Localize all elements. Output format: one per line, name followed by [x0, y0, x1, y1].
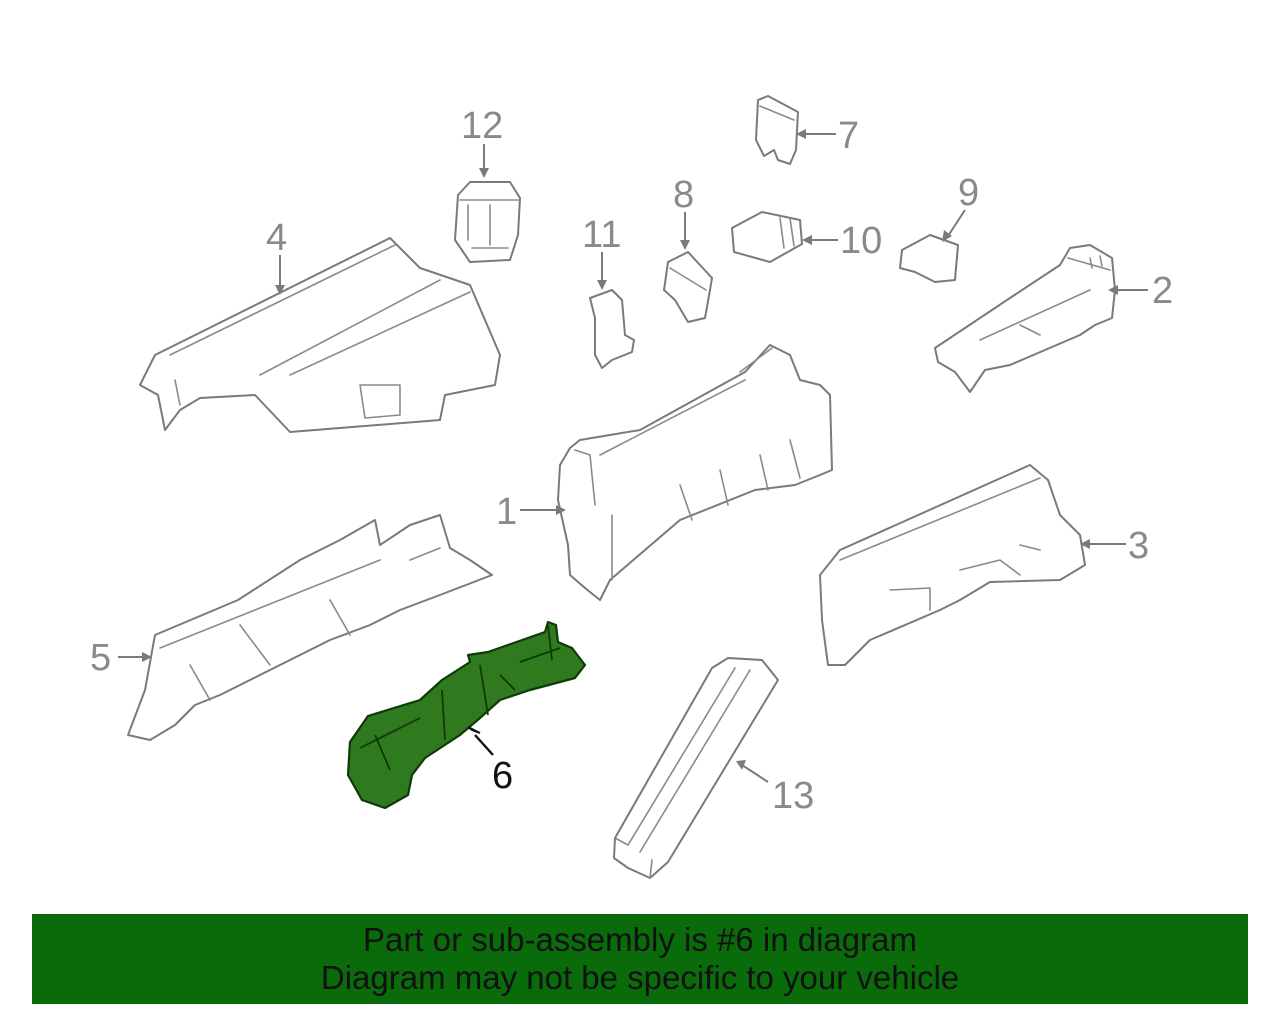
part-1-fuse-box [557, 344, 833, 601]
part-7-fuse [755, 95, 799, 165]
callout-3: 3 [1128, 525, 1149, 567]
banner-line-disclaimer: Diagram may not be specific to your vehi… [320, 959, 960, 996]
part-5-bracket [127, 514, 493, 741]
callout-6: 6 [492, 755, 513, 797]
part-8-fuse [663, 251, 713, 323]
callout-13: 13 [772, 775, 814, 817]
part-6-bracket-highlighted [346, 620, 587, 810]
callout-10: 10 [840, 220, 882, 262]
leader-lines [118, 129, 1148, 783]
parts-diagram: 1 2 3 4 5 6 7 8 9 10 11 12 13 [90, 95, 1173, 879]
callout-9: 9 [958, 172, 979, 214]
callout-4: 4 [266, 217, 287, 259]
callout-11: 11 [582, 214, 621, 256]
part-2-fuse-holder [934, 244, 1116, 393]
part-4-cover [139, 237, 501, 433]
callout-12: 12 [461, 105, 503, 147]
callout-2: 2 [1152, 270, 1173, 312]
callout-5: 5 [90, 637, 111, 679]
callout-labels: 1 2 3 4 5 6 7 8 9 10 11 12 13 [90, 105, 1173, 817]
part-3-bracket [819, 464, 1086, 666]
part-10-connector [731, 211, 803, 263]
part-12-relay [454, 181, 521, 263]
part-11-connector [589, 289, 635, 369]
callout-7: 7 [838, 115, 859, 157]
part-13-strip [613, 657, 779, 879]
part-9-relay [899, 234, 959, 283]
banner-line-part: Part or sub-assembly is #6 in diagram [363, 921, 917, 958]
callout-8: 8 [673, 174, 694, 216]
info-banner: Part or sub-assembly is #6 in diagram Di… [32, 914, 1248, 1004]
callout-1: 1 [496, 491, 517, 533]
